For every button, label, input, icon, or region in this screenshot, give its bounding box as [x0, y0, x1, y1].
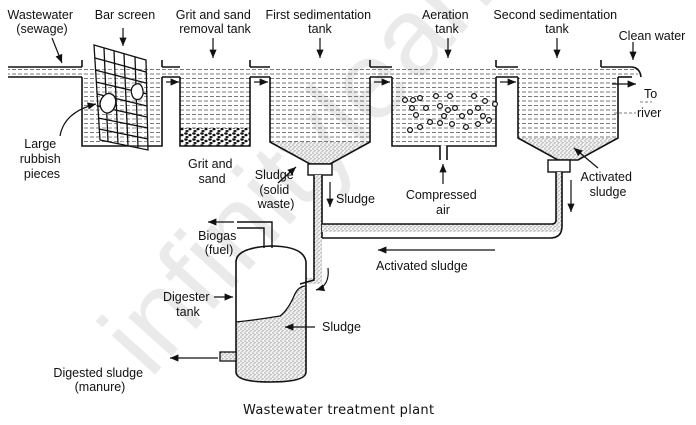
- sludge-into-digester-arrow: [315, 267, 329, 292]
- flow-arrows: [166, 78, 636, 88]
- second-sedimentation-tank: [495, 60, 619, 173]
- label-second-sedimentation: Second sedimentation tank: [493, 8, 620, 36]
- rubbish-piece: [130, 83, 144, 101]
- label-digester-tank: Digester tank: [163, 290, 213, 319]
- label-large-rubbish: Large rubbish pieces: [20, 137, 64, 181]
- label-biogas: Biogas (fuel): [198, 229, 240, 257]
- first-sedimentation-tank: [250, 60, 392, 176]
- label-aeration: Aeration tank: [422, 8, 472, 36]
- label-wastewater: Wastewater (sewage): [7, 8, 76, 36]
- label-digested-sludge: Digested sludge (manure): [53, 366, 146, 394]
- sludge-pipe: [305, 175, 322, 284]
- label-sludge-digester: Sludge: [322, 320, 361, 334]
- label-compressed-air: Compressed air: [406, 188, 480, 217]
- clean-water-outlet: [600, 60, 652, 114]
- rubbish-pointer: [59, 102, 97, 137]
- inlet-channel: [8, 60, 83, 78]
- diagram-caption: Wastewater treatment plant: [243, 403, 434, 418]
- label-clean-water: Clean water: [619, 29, 686, 43]
- digester-tank: [219, 221, 307, 383]
- sludge-solid-pointer: [277, 166, 297, 184]
- activated-sludge-pipe: [322, 172, 562, 232]
- rubbish-piece: [99, 92, 117, 114]
- label-grit-and-sand: Grit and sand: [188, 157, 236, 186]
- air-bubbles: [402, 92, 499, 133]
- label-to-river: To river: [637, 87, 661, 120]
- wastewater-pointer: [51, 37, 63, 64]
- label-bar-screen: Bar screen: [95, 8, 155, 22]
- label-first-sedimentation: First sedimentation tank: [265, 8, 374, 36]
- label-activated-sludge-tank: Activated sludge: [581, 170, 636, 199]
- grit-removal-tank: [162, 60, 270, 147]
- activated-sludge-pointer: [573, 147, 599, 169]
- label-grit-tank: Grit and sand removal tank: [176, 8, 255, 36]
- label-sludge-pipe: Sludge: [336, 192, 375, 206]
- label-sludge-solid-waste: Sludge (solid waste): [255, 168, 297, 211]
- label-activated-sludge-pipe: Activated sludge: [376, 259, 468, 273]
